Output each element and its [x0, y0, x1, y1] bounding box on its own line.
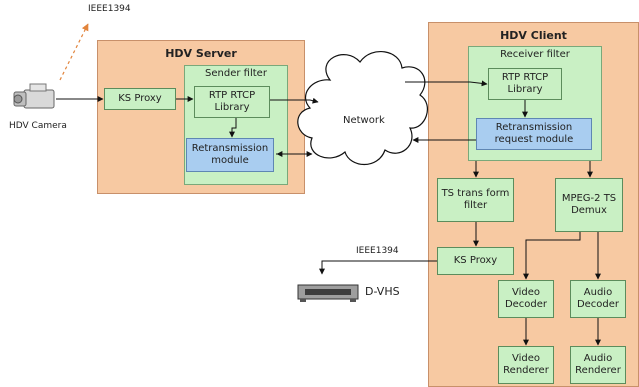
- ks-proxy-server: KS Proxy: [104, 88, 176, 110]
- mpeg2-ts-demux: MPEG-2 TS Demux: [555, 178, 623, 232]
- ieee1394-top-label: IEEE1394: [88, 4, 131, 14]
- rtp-rtcp-library-client: RTP RTCP Library: [488, 68, 562, 100]
- ks-proxy-client: KS Proxy: [437, 247, 514, 275]
- video-renderer: Video Renderer: [498, 346, 554, 384]
- ieee1394-bottom-label: IEEE1394: [356, 246, 399, 256]
- vcr-icon: [297, 284, 359, 302]
- network-cloud-icon: [297, 50, 428, 165]
- hdv-camera-label: HDV Camera: [9, 121, 67, 131]
- dvhs-label: D-VHS: [365, 285, 400, 298]
- video-decoder: Video Decoder: [498, 280, 554, 318]
- hdv-client-title: HDV Client: [500, 29, 567, 42]
- network-label: Network: [343, 115, 385, 126]
- rtp-rtcp-library-server: RTP RTCP Library: [194, 86, 270, 118]
- receiver-filter-title: Receiver filter: [500, 49, 570, 60]
- audio-decoder: Audio Decoder: [570, 280, 626, 318]
- camcorder-icon: [13, 83, 55, 109]
- retransmission-request-module: Retransmission request module: [476, 118, 592, 150]
- ts-transform-filter: TS trans form filter: [437, 178, 514, 222]
- hdv-server-title: HDV Server: [165, 47, 237, 60]
- sender-filter-title: Sender filter: [205, 68, 267, 79]
- retransmission-module: Retransmission module: [186, 138, 274, 172]
- audio-renderer: Audio Renderer: [570, 346, 626, 384]
